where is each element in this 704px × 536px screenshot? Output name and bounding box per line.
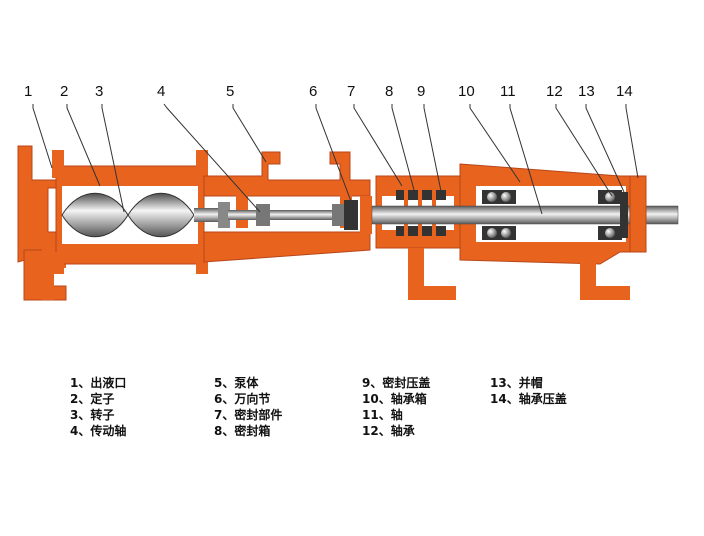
legend-column-3: 9、密封压盖 10、轴承箱 11、轴 12、轴承 (362, 375, 430, 439)
callout-13: 13 (578, 83, 595, 100)
legend-item: 9、密封压盖 (362, 376, 431, 390)
legend-item: 5、泵体 (214, 376, 259, 390)
lock-nut (620, 192, 628, 238)
legend-column-1: 1、出液口 2、定子 3、转子 4、传动轴 (70, 375, 126, 439)
legend-item: 12、轴承 (362, 424, 415, 438)
bearing-cover (629, 175, 647, 253)
callout-8: 8 (385, 83, 393, 100)
callout-2: 2 (60, 83, 68, 100)
callout-6: 6 (309, 83, 317, 100)
legend-column-4: 13、并帽 14、轴承压盖 (490, 375, 567, 407)
callout-5: 5 (226, 83, 234, 100)
drive-shaft (228, 204, 358, 226)
legend-item: 6、万向节 (214, 392, 271, 406)
main-shaft (371, 205, 679, 225)
callout-11: 11 (500, 83, 516, 100)
callout-9: 9 (417, 83, 425, 100)
callout-numbers: 1 2 3 4 5 6 7 8 9 10 11 12 13 14 (24, 83, 633, 100)
legend-item: 1、出液口 (70, 376, 127, 390)
legend-item: 14、轴承压盖 (490, 392, 567, 406)
legend-item: 7、密封部件 (214, 408, 283, 422)
rotor (61, 192, 230, 238)
legend-item: 2、定子 (70, 392, 115, 406)
callout-14: 14 (616, 83, 633, 100)
bearing (487, 192, 615, 238)
callout-4: 4 (157, 83, 165, 100)
legend-item: 13、并帽 (490, 376, 543, 390)
legend-item: 10、轴承箱 (362, 392, 427, 406)
legend-item: 3、转子 (70, 408, 115, 422)
universal-joint (344, 196, 372, 234)
callout-10: 10 (458, 83, 475, 100)
callout-3: 3 (95, 83, 103, 100)
legend-item: 4、传动轴 (70, 424, 127, 438)
legend-column-2: 5、泵体 6、万向节 7、密封部件 8、密封箱 (214, 375, 282, 439)
callout-7: 7 (347, 83, 355, 100)
callout-12: 12 (546, 83, 563, 100)
leader-lines (32, 103, 639, 215)
callout-1: 1 (24, 83, 32, 100)
legend-item: 11、轴 (362, 408, 403, 422)
legend-item: 8、密封箱 (214, 424, 271, 438)
